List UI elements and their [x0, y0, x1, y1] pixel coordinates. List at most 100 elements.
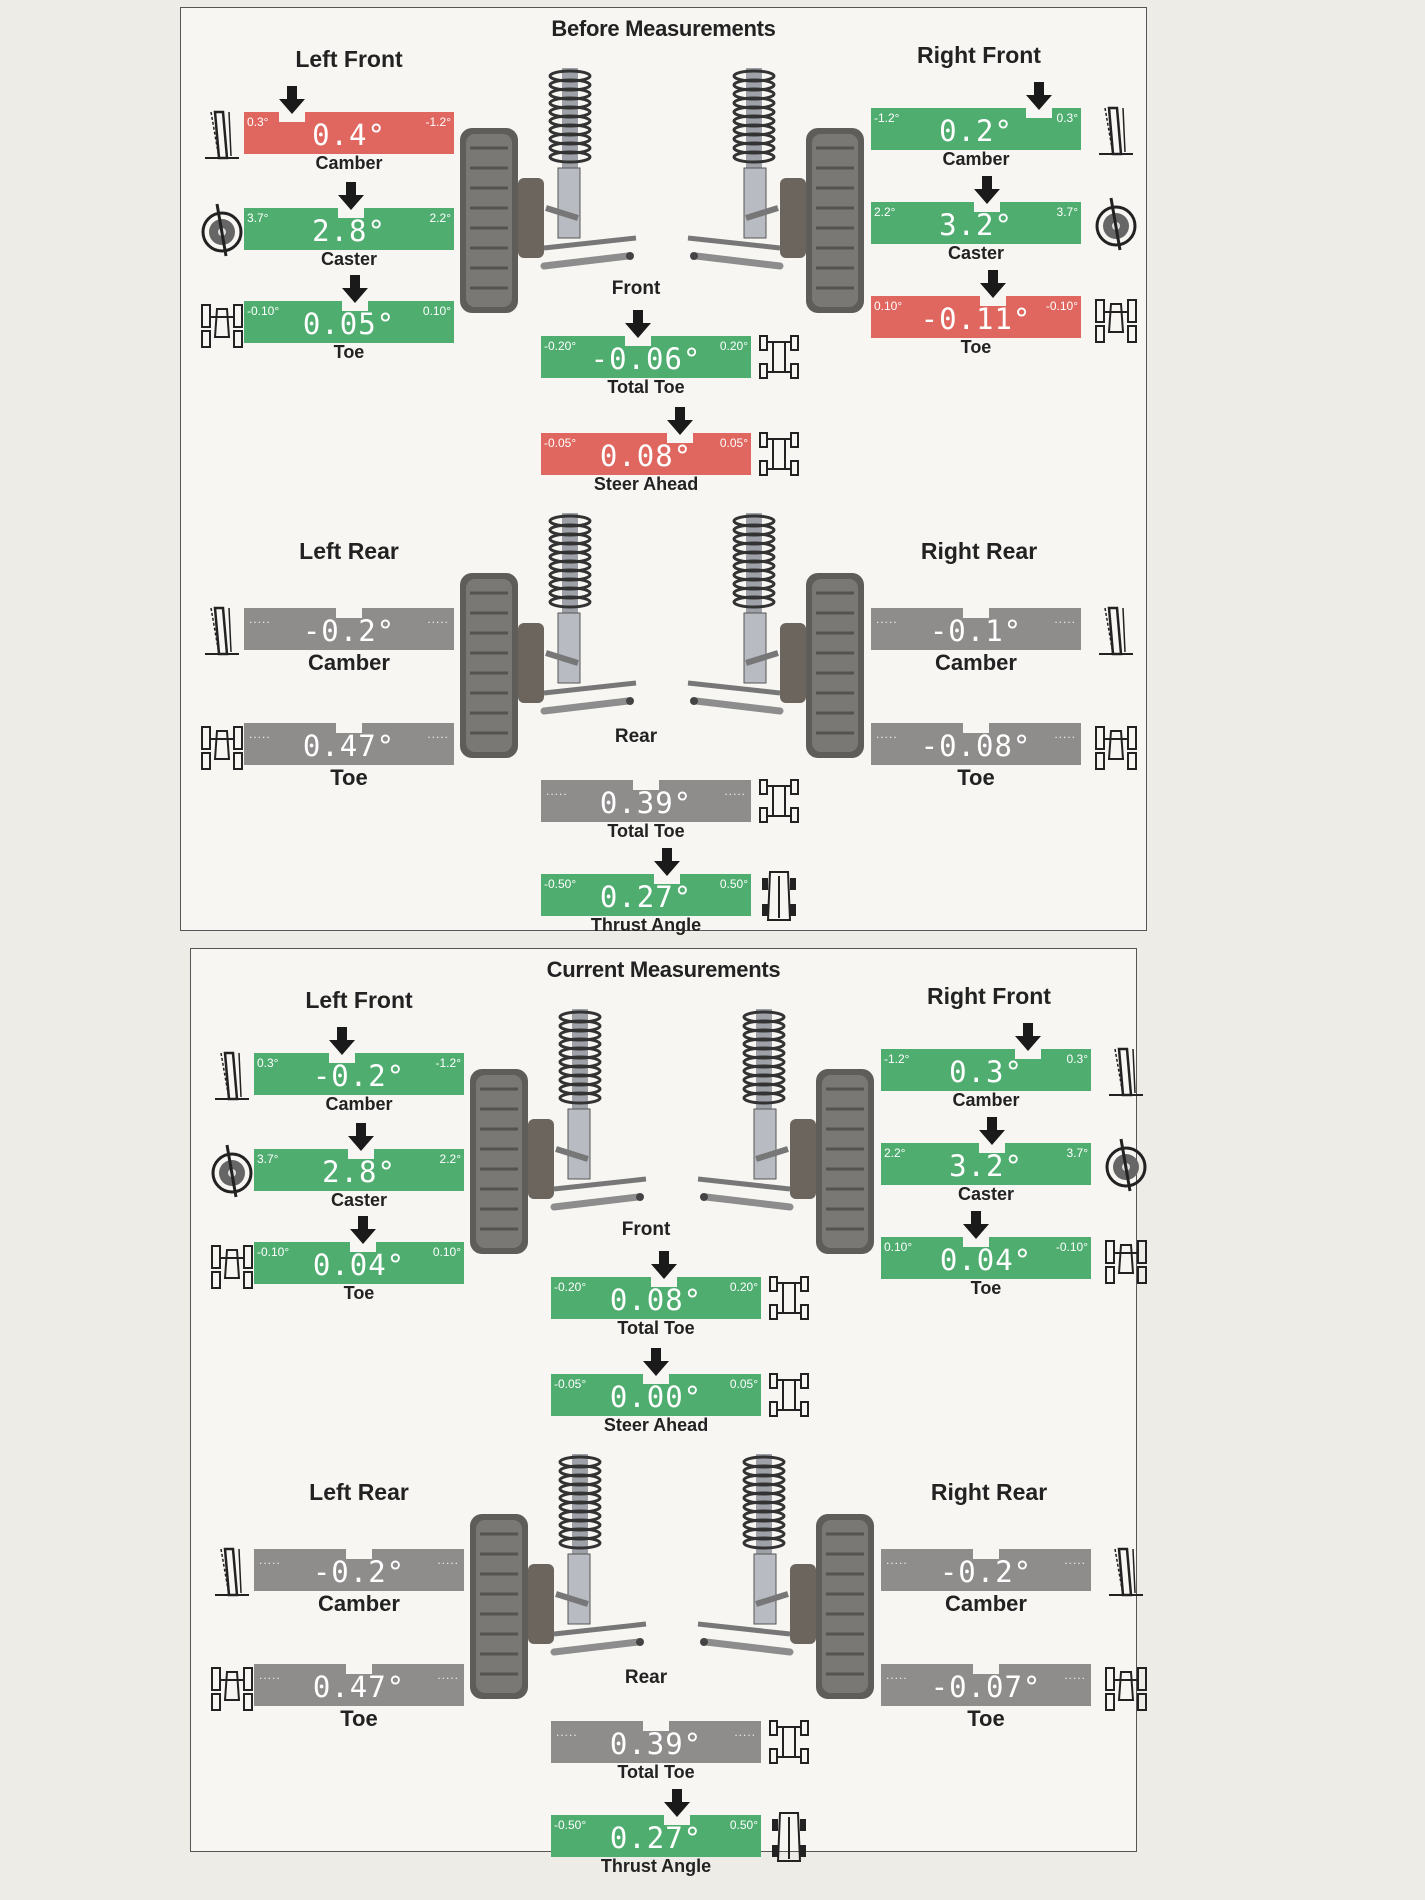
gauge-dots-left: .....: [886, 1668, 908, 1682]
gauge-notch: [973, 202, 1000, 212]
camber-wheel-icon: [1093, 602, 1139, 658]
gauge-dots-right: .....: [1064, 1553, 1086, 1567]
gauge-bar: [871, 296, 1081, 338]
gauge-value: 2.8°: [312, 214, 386, 248]
gauge-value: 0.39°: [599, 786, 693, 820]
gauge-value: 0.39°: [609, 1727, 703, 1761]
section-title-right-rear: Right Rear: [930, 1479, 1048, 1505]
gauge-max-label: 0.20°: [729, 1280, 758, 1294]
gauge-notch: [633, 780, 659, 790]
gauge-label: Camber: [325, 1094, 393, 1114]
gauge-dots-right: .....: [724, 784, 746, 798]
gauge-notch: [350, 1242, 377, 1252]
gauge-value: -0.06°: [590, 342, 702, 376]
gauge-min-label: -0.50°: [554, 1818, 587, 1832]
gauge-dots-right: .....: [427, 727, 449, 741]
caster-wheel-icon: [1093, 196, 1139, 252]
gauge-lf-camber: 0.3°-1.2°0.4°Camber: [244, 86, 454, 173]
gauge-dots-left: .....: [886, 1553, 908, 1567]
gauge-max-label: 0.50°: [719, 877, 748, 891]
gauge-value: -0.2°: [302, 614, 396, 648]
toe-axle-icon: [199, 295, 245, 351]
front-suspension-illustration: [697, 1009, 874, 1254]
gauge-value: 3.2°: [949, 1149, 1023, 1183]
gauge-dots-right: .....: [734, 1725, 756, 1739]
gauge-label: Steer Ahead: [593, 474, 699, 494]
gauge-max-label: 0.10°: [432, 1245, 461, 1259]
camber-wheel-icon: [209, 1047, 255, 1103]
gauge-notch: [338, 208, 365, 218]
section-title-left-rear: Left Rear: [309, 1479, 409, 1505]
gauge-label: Caster: [320, 249, 378, 269]
gauge-min-label: 2.2°: [874, 205, 896, 219]
section-title-right-front: Right Front: [917, 42, 1041, 68]
gauge-rr-camber: ..........-0.2°Camber: [881, 1539, 1091, 1616]
gauge-notch: [346, 1549, 372, 1559]
gauge-label: Steer Ahead: [603, 1415, 709, 1435]
gauge-min-label: 3.7°: [247, 211, 269, 225]
gauge-max-label: 2.2°: [439, 1152, 461, 1166]
gauge-max-label: 0.3°: [1066, 1052, 1088, 1066]
gauge-notch: [643, 1374, 669, 1384]
gauge-lf-toe: -0.10°0.10°0.04°Toe: [254, 1216, 464, 1303]
gauge-value: -0.2°: [312, 1555, 406, 1589]
gauge-label: Total Toe: [617, 1762, 695, 1782]
section-title-right-rear: Right Rear: [920, 538, 1038, 564]
gauge-dots-right: .....: [1064, 1668, 1086, 1682]
gauge-max-label: -0.10°: [1055, 1240, 1088, 1254]
front-suspension-illustration: [470, 1009, 647, 1254]
rear-suspension-illustration: [460, 513, 637, 758]
gauge-notch: [979, 296, 1006, 306]
gauge-bar: [541, 433, 751, 475]
section-title-rear: Rear: [624, 1667, 668, 1688]
gauge-notch: [654, 874, 680, 884]
gauge-max-label: -1.2°: [425, 115, 451, 129]
gauge-label: Toe: [333, 342, 365, 362]
gauge-value: 0.08°: [599, 439, 693, 473]
gauge-value: -0.2°: [312, 1059, 406, 1093]
gauge-dots-left: .....: [249, 727, 271, 741]
section-title-left-front: Left Front: [305, 987, 413, 1013]
gauge-rf-camber: -1.2°0.3°0.3°Camber: [881, 1023, 1091, 1110]
gauge-label: Toe: [957, 765, 995, 790]
gauge-dots-right: .....: [427, 612, 449, 626]
total-toe-car-icon: [756, 427, 802, 483]
gauge-notch: [329, 1053, 356, 1063]
gauge-label: Total Toe: [607, 821, 685, 841]
gauge-bar: [551, 1815, 761, 1857]
toe-axle-icon: [1103, 1658, 1149, 1714]
gauge-value: 0.08°: [609, 1283, 703, 1317]
gauge-value: 0.27°: [609, 1821, 703, 1855]
gauge-rr-camber: ..........-0.1°Camber: [871, 598, 1081, 675]
gauge-value: -0.08°: [920, 729, 1032, 763]
gauge-notch: [336, 723, 362, 733]
toe-axle-icon: [1103, 1231, 1149, 1287]
gauge-min-label: 3.7°: [257, 1152, 279, 1166]
gauge-value: 0.27°: [599, 880, 693, 914]
section-title-left-front: Left Front: [295, 46, 403, 72]
gauge-rear-total-toe: ..........0.39°Total Toe: [541, 770, 751, 841]
front-suspension-illustration: [687, 68, 864, 313]
gauge-label: Camber: [308, 650, 390, 675]
gauge-min-label: 2.2°: [884, 1146, 906, 1160]
total-toe-car-icon: [766, 1368, 812, 1424]
camber-wheel-icon: [1103, 1043, 1149, 1099]
gauge-min-label: 0.3°: [257, 1056, 279, 1070]
gauge-notch: [979, 1143, 1006, 1153]
gauge-min-label: -0.05°: [544, 436, 577, 450]
gauge-min-label: -1.2°: [874, 111, 900, 125]
gauge-min-label: -1.2°: [884, 1052, 910, 1066]
thrust-car-icon: [756, 868, 802, 924]
gauge-max-label: 0.50°: [729, 1818, 758, 1832]
gauge-lr-camber: ..........-0.2°Camber: [244, 598, 454, 675]
section-title-rear: Rear: [614, 726, 658, 747]
section-title-front: Front: [621, 1219, 671, 1240]
gauge-label: Thrust Angle: [600, 1856, 712, 1876]
front-suspension-illustration: [460, 68, 637, 313]
gauge-dots-left: .....: [556, 1725, 578, 1739]
camber-wheel-icon: [199, 106, 245, 162]
caster-wheel-icon: [1103, 1137, 1149, 1193]
gauge-label: Total Toe: [617, 1318, 695, 1338]
gauge-notch: [346, 1664, 372, 1674]
